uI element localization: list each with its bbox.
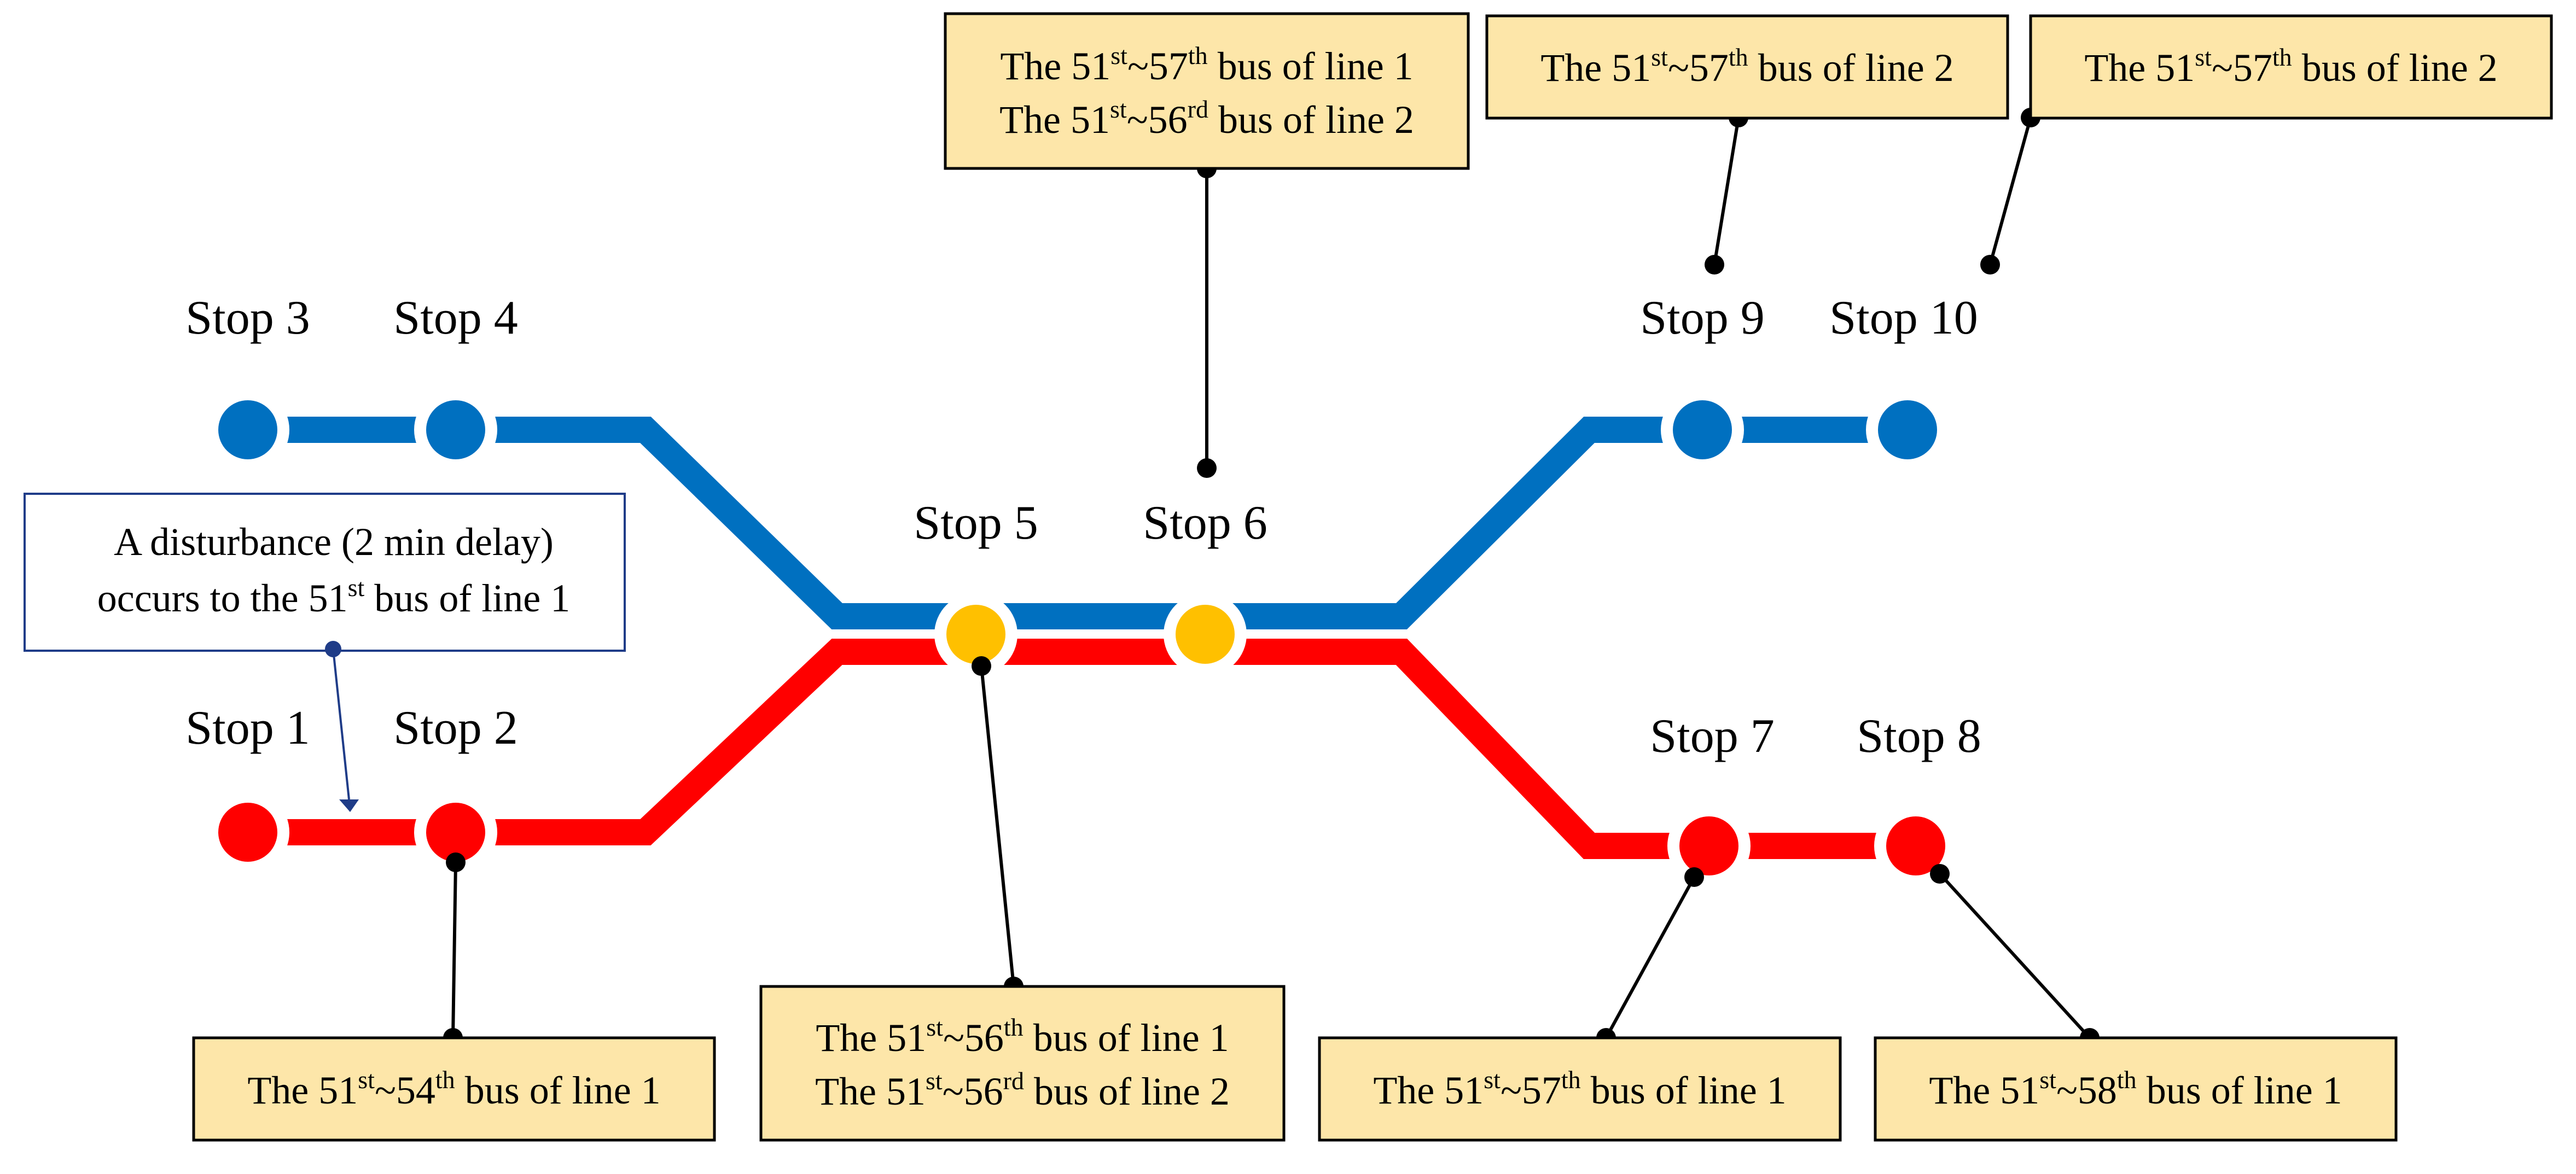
info-box-text: The 51st~56th bus of line 1 [816,1013,1229,1060]
stop-label-stop4: Stop 4 [393,291,517,344]
info-box-stop9: The 51st~57th bus of line 2 [1485,14,2009,120]
stop-marker-stop1 [206,791,289,874]
info-box-stop2: The 51st~54th bus of line 1 [192,1036,716,1142]
connector-stop9 [1713,117,1740,265]
info-box-text: The 51st~56rd bus of line 2 [999,95,1414,142]
disturbance-box [24,493,626,652]
stop-marker-stop5 [934,593,1017,676]
stop-marker-stop3 [206,388,289,471]
stop-label-stop8: Stop 8 [1857,710,1981,763]
connectors [443,108,2100,1048]
info-box-text: The 51st~58th bus of line 1 [1929,1066,2342,1112]
disturbance-text-line2: occurs to the 51st bus of line 1 [97,574,571,620]
connector-dot [1980,255,2000,274]
connector-dot [1197,458,1217,478]
info-box-text: The 51st~56rd bus of line 2 [815,1067,1230,1113]
disturbance-callout: A disturbance (2 min delay) occurs to th… [24,493,626,812]
disturbance-arrowhead [339,799,359,812]
connector-dot [972,656,991,676]
stop-marker-stop2 [414,791,497,874]
info-box-text: The 51st~57th bus of line 1 [1373,1066,1786,1112]
stop-label-stop9: Stop 9 [1640,291,1764,344]
info-box-text: The 51st~54th bus of line 1 [247,1066,660,1112]
info-box-stop6: The 51st~57th bus of line 1 The 51st~56r… [944,12,1470,170]
connector-dot [1705,255,1724,274]
connector-stop2 [451,862,457,1038]
stop-marker-stop7 [1667,804,1751,887]
stop-label-stop10: Stop 10 [1829,291,1978,344]
stop-marker-stop4 [414,388,497,471]
stop-marker-stop10 [1866,388,1949,471]
connector-dot [446,852,466,872]
disturbance-arrow-line [332,649,350,800]
stop-label-stop1: Stop 1 [185,702,310,755]
stop-label-stop5: Stop 5 [914,497,1038,550]
stop-label-stop2: Stop 2 [393,702,517,755]
connector-stop5 [980,665,1015,987]
line1-route [248,639,1909,859]
disturbance-text-line1: A disturbance (2 min delay) [114,520,554,564]
connector-stop10 [1988,117,2032,265]
info-box-text: The 51st~57th bus of line 2 [2084,43,2497,90]
stop-label-stop3: Stop 3 [185,291,310,344]
connector-stop8 [1938,872,2091,1039]
info-box-stop5: The 51st~56th bus of line 1 The 51st~56r… [759,985,1286,1142]
stop-marker-stop6 [1164,593,1247,676]
connector-dot [1684,867,1704,887]
info-box-text: The 51st~57th bus of line 1 [1000,42,1413,88]
info-box-stop10: The 51st~57th bus of line 2 [2029,14,2553,120]
connector-dot [1930,864,1950,884]
disturbance-arrow-dot [325,641,341,657]
info-box-stop8: The 51st~58th bus of line 1 [1874,1036,2398,1142]
stop-label-stop7: Stop 7 [1650,710,1774,763]
info-box-stop7: The 51st~57th bus of line 1 [1318,1036,1842,1142]
stop-marker-stop9 [1661,388,1744,471]
connector-stop7 [1604,876,1696,1039]
stop-label-stop6: Stop 6 [1143,497,1267,550]
info-box-text: The 51st~57th bus of line 2 [1540,43,1953,90]
line2-route [248,417,1909,629]
